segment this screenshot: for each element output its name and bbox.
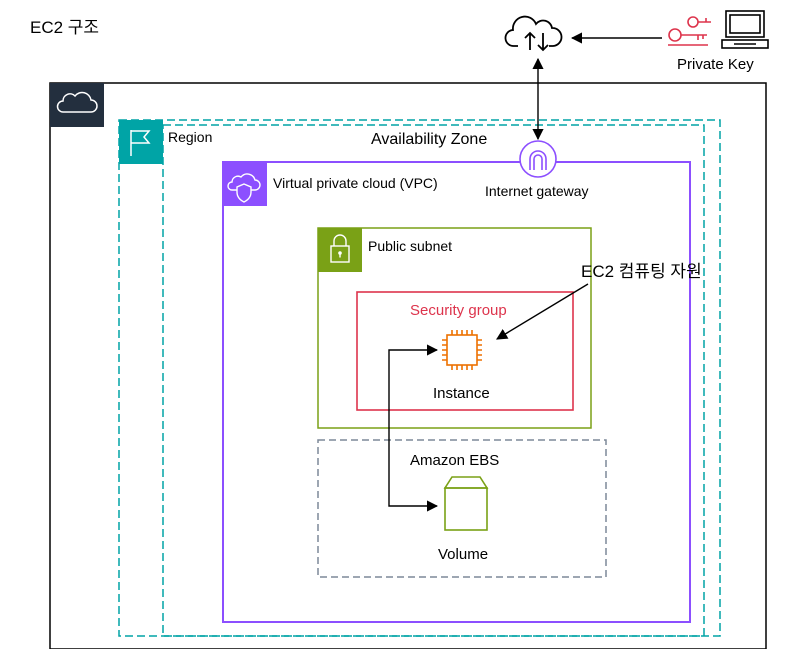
cloud-shield-icon — [223, 162, 267, 206]
volume-label: Volume — [438, 546, 489, 563]
private-key-label: Private Key — [677, 56, 754, 73]
instance-volume-link — [388, 344, 439, 512]
security-group-label: Security group — [410, 302, 507, 319]
amazon-ebs-label: Amazon EBS — [410, 452, 500, 469]
padlock-icon — [318, 228, 362, 272]
page-title: EC2 구조 — [30, 18, 100, 37]
key-icon — [668, 16, 711, 46]
chip-icon — [442, 330, 482, 370]
availability-zone-label: Availability Zone — [371, 131, 488, 148]
public-subnet-group — [317, 227, 592, 429]
aws-cloud-group — [49, 82, 767, 649]
flag-icon — [119, 120, 163, 164]
security-group-box — [356, 291, 574, 411]
cloud-up-down-icon — [504, 15, 563, 52]
laptop-icon — [721, 10, 769, 49]
region-group — [118, 119, 721, 637]
annotation-arrow — [496, 283, 589, 340]
cloud-icon — [50, 83, 104, 127]
availability-zone-group — [162, 124, 705, 637]
annotation-label: EC2 컴퓨팅 자원 — [581, 262, 702, 281]
vpc-group — [222, 161, 691, 623]
instance-label: Instance — [433, 385, 490, 402]
internet-gateway-label: Internet gateway — [485, 183, 589, 199]
public-subnet-label: Public subnet — [368, 238, 453, 254]
gateway-icon — [519, 140, 557, 178]
volume-icon — [443, 476, 489, 531]
vpc-label: Virtual private cloud (VPC) — [273, 175, 438, 191]
amazon-ebs-group — [317, 439, 607, 578]
region-label: Region — [168, 129, 213, 145]
